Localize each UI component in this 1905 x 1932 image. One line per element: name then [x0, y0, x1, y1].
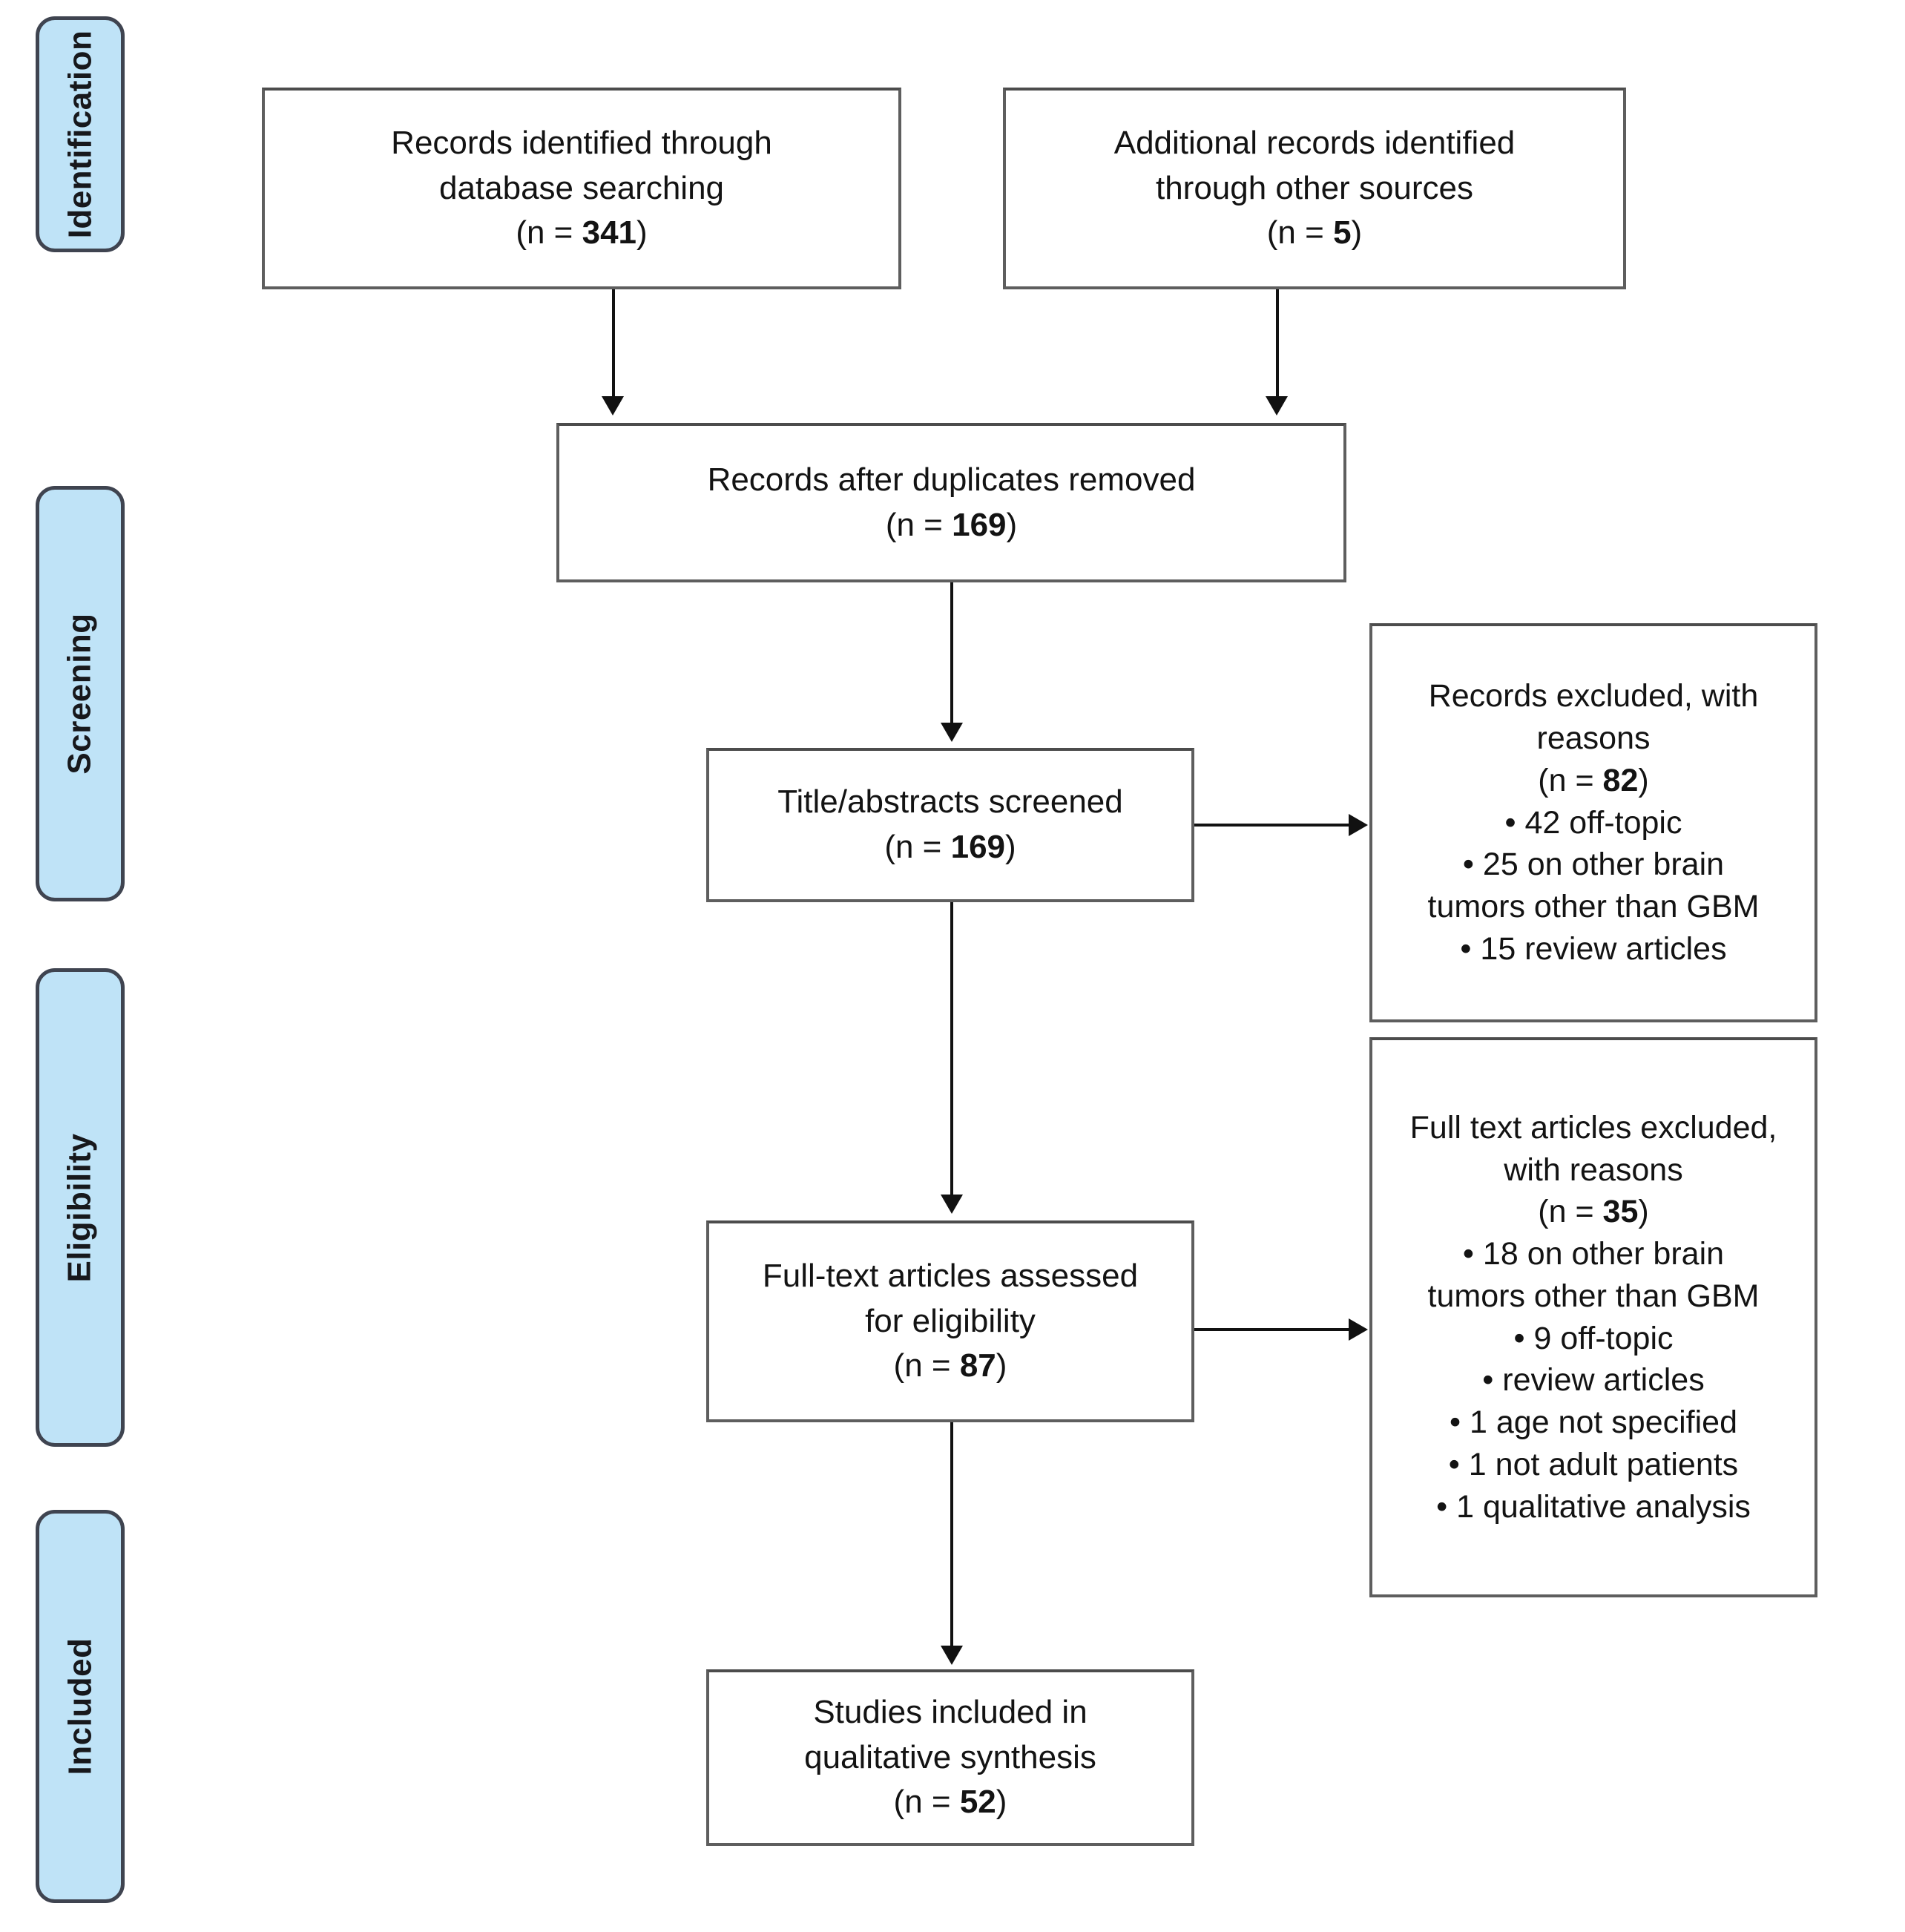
node-count: (n = 169) [885, 506, 1018, 543]
stage-rail-identification: Identification [36, 16, 125, 252]
arrowhead-other-to-duplicates [1266, 396, 1288, 415]
node-title-abstracts-screened: Title/abstracts screened (n = 169) [706, 748, 1194, 902]
stage-label-included: Included [62, 1637, 98, 1775]
node-line-2: for eligibility [865, 1302, 1036, 1339]
count-value: 341 [582, 214, 637, 252]
connector-screened-to-fulltext [950, 902, 953, 1199]
node-line-1: Additional records identified [1113, 124, 1516, 161]
node-line-2: database searching [438, 169, 725, 206]
arrowhead-fulltext-to-included [941, 1646, 963, 1665]
node-line-1: Records identified through [391, 124, 772, 161]
connector-other-to-duplicates [1276, 289, 1279, 401]
node-count: (n = 35) [1538, 1194, 1649, 1230]
exclusion-reason: • 42 off-topic [1504, 804, 1682, 841]
node-line-2: reasons [1536, 720, 1651, 757]
stage-rail-screening: Screening [36, 486, 125, 901]
count-value: 5 [1333, 214, 1352, 252]
node-records-after-duplicates-removed: Records after duplicates removed (n = 16… [556, 423, 1346, 582]
node-count: (n = 87) [893, 1347, 1007, 1384]
connector-fulltext-to-included [950, 1422, 953, 1651]
node-line-1: Full-text articles assessed [762, 1257, 1139, 1294]
connector-fulltext-to-excluded [1194, 1328, 1352, 1331]
node-additional-records-other-sources: Additional records identified through ot… [1003, 88, 1626, 289]
node-fulltext-excluded-with-reasons: Full text articles excluded, with reason… [1369, 1037, 1817, 1597]
stage-label-screening: Screening [62, 613, 98, 775]
stage-label-eligibility: Eligibility [62, 1132, 99, 1283]
node-line-1: Full text articles excluded, [1409, 1109, 1777, 1146]
connector-duplicates-to-screened [950, 582, 953, 727]
count-value: 169 [950, 829, 1006, 865]
count-value: 87 [959, 1347, 996, 1384]
exclusion-reason: • 15 review articles [1460, 930, 1727, 967]
node-records-identified-database: Records identified through database sear… [262, 88, 901, 289]
stage-label-identification: Identification [62, 30, 98, 239]
exclusion-reason: • 18 on other brain [1462, 1236, 1725, 1272]
connector-screened-to-excluded [1194, 824, 1352, 827]
exclusion-reason: tumors other than GBM [1427, 1278, 1760, 1314]
node-line-1: Studies included in [813, 1693, 1088, 1730]
node-count: (n = 169) [884, 829, 1016, 865]
node-line-1: Records after duplicates removed [707, 461, 1196, 498]
node-count: (n = 52) [893, 1784, 1007, 1821]
count-value: 169 [952, 506, 1007, 543]
exclusion-reason: • 1 age not specified [1450, 1404, 1737, 1440]
stage-rail-eligibility: Eligibility [36, 968, 125, 1447]
node-line-1: Title/abstracts screened [777, 783, 1123, 821]
arrowhead-fulltext-to-excluded [1349, 1318, 1368, 1341]
node-count: (n = 341) [516, 214, 648, 252]
exclusion-reason: • 9 off-topic [1513, 1320, 1674, 1356]
count-value: 52 [959, 1784, 996, 1821]
exclusion-reason: • 1 qualitative analysis [1436, 1488, 1751, 1525]
connector-db-to-duplicates [612, 289, 615, 401]
exclusion-reason: • review articles [1482, 1362, 1705, 1399]
exclusion-reason: • 25 on other brain [1462, 847, 1725, 883]
stage-rail-included: Included [36, 1510, 125, 1903]
node-count: (n = 5) [1266, 214, 1363, 252]
node-line-1: Records excluded, with [1428, 678, 1759, 714]
arrowhead-duplicates-to-screened [941, 723, 963, 742]
node-studies-included-qualitative-synthesis: Studies included in qualitative synthesi… [706, 1669, 1194, 1846]
node-count: (n = 82) [1538, 762, 1649, 798]
exclusion-reason: • 1 not adult patients [1448, 1446, 1739, 1482]
arrowhead-screened-to-excluded [1349, 814, 1368, 836]
arrowhead-screened-to-fulltext [941, 1195, 963, 1214]
count-value: 82 [1602, 762, 1639, 798]
node-records-excluded-with-reasons: Records excluded, with reasons (n = 82) … [1369, 623, 1817, 1022]
node-line-2: through other sources [1155, 169, 1474, 206]
count-value: 35 [1602, 1194, 1639, 1230]
node-line-2: with reasons [1504, 1151, 1683, 1188]
node-fulltext-articles-assessed: Full-text articles assessed for eligibil… [706, 1220, 1194, 1422]
node-line-2: qualitative synthesis [804, 1738, 1096, 1775]
exclusion-reason: tumors other than GBM [1427, 889, 1760, 925]
arrowhead-db-to-duplicates [602, 396, 624, 415]
